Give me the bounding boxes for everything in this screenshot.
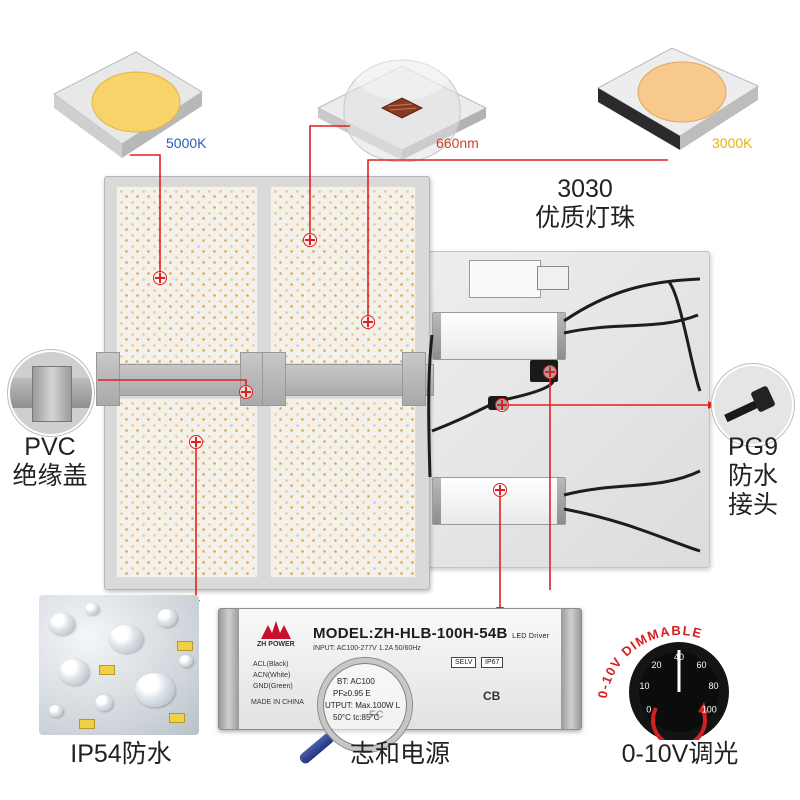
driver-lower-edge bbox=[433, 478, 441, 524]
pvc-line2: 绝缘盖 bbox=[12, 461, 88, 490]
dimming-callout: 0-10V调光 bbox=[621, 740, 739, 768]
driver-gnd: GND(Green) bbox=[253, 683, 293, 690]
dial-tick-label: 60 bbox=[696, 660, 706, 670]
water-drop bbox=[157, 609, 177, 627]
driver-lower bbox=[432, 477, 566, 525]
bracket-clip-mid-right bbox=[262, 352, 286, 406]
marker-660nm bbox=[303, 233, 317, 247]
pvc-cover-cap bbox=[32, 366, 72, 422]
mag-line3: UTPUT: Max.100W L bbox=[325, 701, 401, 710]
led-board-bottom-left bbox=[116, 398, 258, 578]
mag-line4: 50°C tc:85°C bbox=[333, 713, 380, 722]
driver-cap-right bbox=[561, 609, 581, 729]
magnifier-lens: BT: AC100 PF≥0.95 E UTPUT: Max.100W L 50… bbox=[318, 658, 412, 752]
led-chip-under-water bbox=[99, 665, 115, 675]
marker-ip54 bbox=[189, 435, 203, 449]
pg9-line2: 防水 bbox=[727, 461, 778, 490]
marker-pvc bbox=[239, 385, 253, 399]
bracket-clip-left bbox=[96, 352, 120, 406]
pvc-cover-inset bbox=[8, 350, 94, 436]
marker-5000k bbox=[153, 271, 167, 285]
led-chip-under-water bbox=[79, 719, 95, 729]
rear-label bbox=[469, 260, 541, 298]
dial-tick-labels: 0 10 20 40 60 80 100 bbox=[639, 652, 718, 715]
dial-tick-label: 80 bbox=[708, 681, 718, 691]
mag-line1: BT: AC100 bbox=[337, 677, 375, 686]
chip-3000k-label: 3000K bbox=[712, 135, 753, 151]
driver-lower-edge-right bbox=[557, 478, 565, 524]
driver-input: INPUT: AC100-277V 1.2A 50/60Hz bbox=[313, 645, 421, 652]
marker-3000k bbox=[361, 315, 375, 329]
led-chip-under-water bbox=[169, 713, 185, 723]
water-drop bbox=[109, 625, 143, 653]
water-drop bbox=[95, 695, 113, 711]
driver-callout: 志和电源 bbox=[349, 740, 450, 768]
led-board-top-right bbox=[270, 186, 416, 364]
water-drop bbox=[179, 655, 193, 667]
led-chip-3000k bbox=[590, 40, 765, 165]
driver-model: MODEL:ZH-HLB-100H-54B LED Driver bbox=[313, 625, 549, 642]
driver-acn: ACN(White) bbox=[253, 672, 291, 679]
led-chip-660nm bbox=[312, 22, 492, 162]
led-board-bottom-right bbox=[270, 398, 416, 578]
zh-power-logo bbox=[261, 621, 291, 639]
dial-tick-label: 0 bbox=[646, 705, 651, 715]
driver-ip67: IP67 bbox=[481, 657, 504, 668]
driver-acl: ACL(Black) bbox=[253, 661, 289, 668]
marker-pg9 bbox=[495, 398, 509, 412]
bracket-clip-right bbox=[402, 352, 426, 406]
water-drop bbox=[85, 603, 99, 615]
pg9-callout: PG9 防水 接头 bbox=[710, 433, 796, 519]
dial-tick-label: 20 bbox=[651, 660, 661, 670]
ip54-water-photo bbox=[39, 595, 199, 735]
dial-tick-label: 10 bbox=[639, 681, 649, 691]
pvc-line1: PVC bbox=[24, 433, 76, 461]
marker-dimmer bbox=[543, 365, 557, 379]
driver-model-suffix: LED Driver bbox=[512, 633, 550, 640]
driver-cap-left bbox=[219, 609, 239, 729]
pg9-connector-inset bbox=[712, 364, 794, 446]
driver-model-text: MODEL:ZH-HLB-100H-54B bbox=[313, 625, 508, 642]
led-chip-under-water bbox=[177, 641, 193, 651]
chip-660nm-label: 660nm bbox=[436, 135, 479, 151]
dial-tick-label: 40 bbox=[674, 652, 684, 662]
marker-driver bbox=[493, 483, 507, 497]
driver-selv: SELV bbox=[451, 657, 477, 668]
pg9-line1: PG9 bbox=[727, 433, 779, 461]
ip54-callout: IP54防水 bbox=[70, 740, 172, 768]
driver-brand: ZH POWER bbox=[257, 641, 295, 648]
led-chip-5000k bbox=[36, 44, 206, 162]
warning-sticker bbox=[537, 266, 569, 290]
bead-title: 3030 优质灯珠 bbox=[520, 175, 650, 233]
water-drop bbox=[135, 673, 175, 707]
driver-upper-edge bbox=[433, 313, 441, 359]
chip-5000k-label: 5000K bbox=[166, 135, 207, 151]
driver-cb: CB bbox=[483, 689, 501, 703]
water-drop bbox=[59, 659, 89, 685]
mag-line2: PF≥0.95 E bbox=[333, 689, 371, 698]
driver-made-in: MADE IN CHINA bbox=[251, 699, 304, 706]
led-board-top-left bbox=[116, 186, 258, 364]
water-drop bbox=[49, 613, 75, 635]
driver-upper bbox=[432, 312, 566, 360]
pg9-line3: 接头 bbox=[727, 490, 778, 519]
bead-title-line1: 3030 bbox=[557, 175, 613, 203]
dial-tick-label: 100 bbox=[702, 705, 717, 715]
pvc-callout: PVC 绝缘盖 bbox=[0, 433, 100, 491]
driver-upper-edge-right bbox=[557, 313, 565, 359]
bead-title-line2: 优质灯珠 bbox=[534, 203, 635, 232]
water-drop bbox=[49, 705, 63, 717]
